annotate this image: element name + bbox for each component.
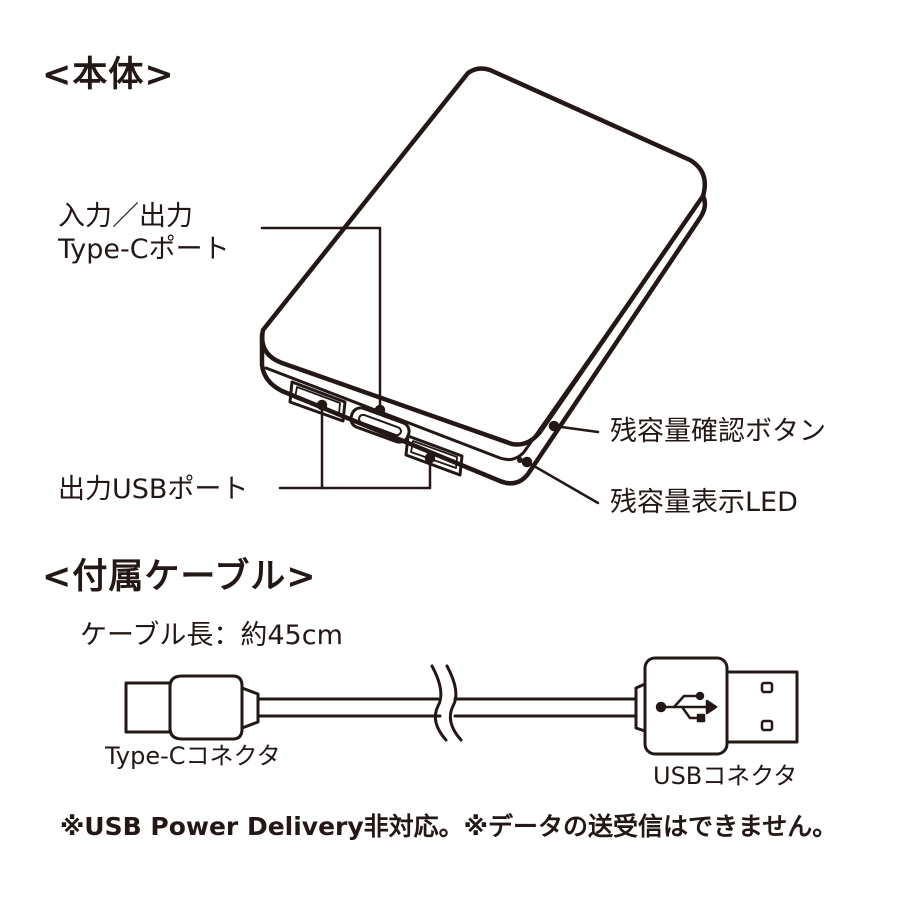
footnote: ※USB Power Delivery非対応。※データの送受信はできません。 — [60, 812, 838, 841]
usb-output-port-left — [288, 380, 347, 423]
cable-section-title: <付属ケーブル> — [42, 557, 317, 597]
cable-length-label: ケーブル長：約45cm — [80, 620, 343, 651]
usb-connector-metal-plug — [725, 670, 799, 744]
leader-lines — [260, 226, 600, 505]
usb-connector-label: USBコネクタ — [653, 762, 798, 790]
usb-contact-hole-top — [760, 681, 774, 694]
port-in-out-label-line2: Type-Cポート — [58, 234, 230, 265]
type-c-strain-relief — [240, 686, 260, 730]
power-bank-body — [259, 66, 708, 486]
usb-output-port-right — [404, 434, 464, 477]
cable-drawing — [124, 656, 799, 756]
usb-trident-icon — [655, 691, 718, 723]
body-section-title: <本体> — [42, 55, 175, 95]
type-c-connector-housing — [168, 674, 244, 741]
remaining-button-label: 残容量確認ボタン — [610, 416, 826, 447]
output-usb-port-label: 出力USBポート — [58, 474, 249, 505]
usb-contact-hole-bottom — [760, 719, 774, 732]
remaining-led-label: 残容量表示LED — [610, 487, 798, 518]
type-c-connector-plug — [124, 681, 172, 734]
port-in-out-label-line1: 入力／出力 — [58, 201, 193, 232]
type-c-connector-label: Type-Cコネクタ — [105, 742, 281, 770]
